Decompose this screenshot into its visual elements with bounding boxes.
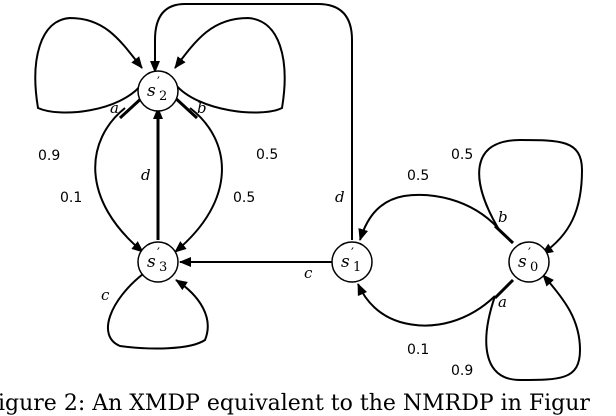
node-s1-index: 1	[353, 260, 361, 275]
label-action-s3-loop-c: c	[101, 286, 110, 304]
label-action-s0-a: a	[498, 293, 507, 311]
edge-s0-loop-a	[485, 274, 582, 382]
label-action-s0-b: b	[498, 208, 508, 226]
label-action-s2-b: b	[197, 99, 207, 117]
edge-s2-to-s3-a	[94, 107, 144, 253]
edge-s2-loop-a	[34, 16, 143, 114]
node-s2-prime: ′	[157, 75, 160, 90]
edge-s0-loop-b	[478, 138, 584, 255]
edge-s0-to-s1-a	[357, 283, 496, 327]
node-s0-base: s	[518, 252, 527, 272]
node-s0-index: 0	[530, 260, 538, 275]
edge-s2-to-s3-b	[174, 107, 223, 253]
node-s2: s ′ 2	[137, 70, 179, 112]
node-s3-index: 3	[159, 260, 167, 275]
node-s2-base: s	[147, 81, 156, 101]
label-prob-s2-to-s3-b: 0.5	[233, 190, 255, 206]
label-prob-s2-loop-b: 0.5	[256, 147, 278, 163]
node-s0-circle	[508, 241, 550, 283]
label-prob-s0-to-s1-a: 0.1	[407, 342, 429, 358]
node-s1-prime: ′	[351, 246, 354, 261]
edge-s0-to-s1-b	[358, 193, 499, 241]
label-prob-s2-to-s3-a: 0.1	[60, 190, 82, 206]
edge-s0-a-stem	[493, 278, 515, 300]
node-s1-base: s	[341, 252, 350, 272]
label-action-s1-to-s2-d: d	[335, 188, 345, 206]
edge-s0-b-stem	[493, 224, 515, 245]
node-s3: s ′ 3	[137, 241, 179, 283]
node-s2-index: 2	[159, 89, 167, 104]
node-s3-circle	[137, 241, 179, 283]
node-s1: s ′ 1	[331, 241, 373, 283]
label-prob-s0-to-s1-b: 0.5	[407, 168, 429, 184]
node-s3-prime: ′	[157, 246, 160, 261]
node-s1-circle	[331, 241, 373, 283]
label-action-s2-a: a	[110, 99, 119, 117]
edge-s1-to-s2-d	[150, 3, 353, 240]
node-s2-circle	[137, 70, 179, 112]
node-s3-base: s	[147, 252, 156, 272]
label-action-s3-to-s2-d: d	[141, 166, 151, 184]
edge-s3-loop-c	[106, 273, 209, 350]
label-prob-s0-loop-a: 0.9	[451, 363, 473, 379]
figure-caption: igure 2: An XMDP equivalent to the NMRDP…	[0, 391, 590, 416]
node-s0: s ′ 0	[508, 241, 550, 283]
node-s0-prime: ′	[528, 246, 531, 261]
label-action-s1-to-s3-c: c	[304, 264, 313, 282]
label-prob-s2-loop-a: 0.9	[38, 148, 60, 164]
edge-s2-loop-b	[174, 16, 286, 114]
label-prob-s0-loop-b: 0.5	[451, 147, 473, 163]
